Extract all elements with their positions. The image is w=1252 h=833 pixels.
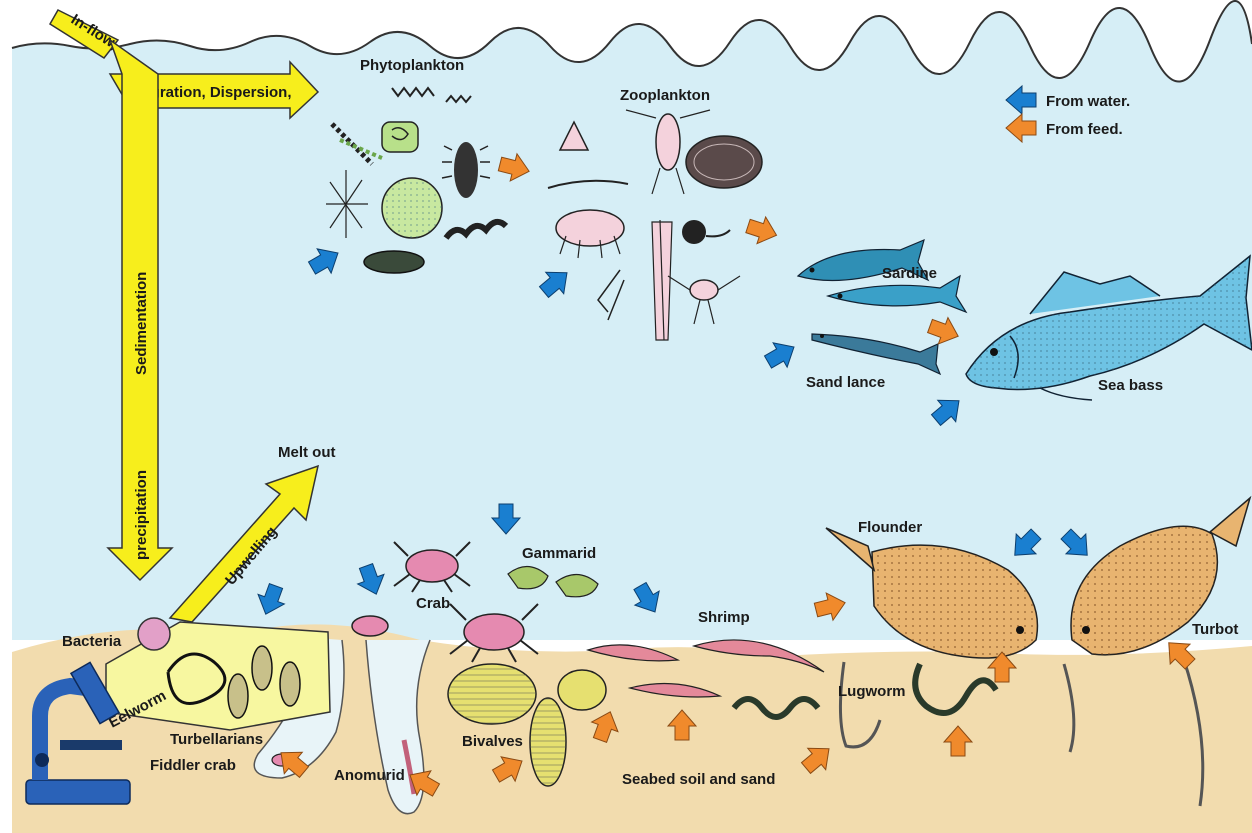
phytoplankton-label: Phytoplankton (360, 57, 464, 74)
legend-from-feed: From feed. (1046, 121, 1123, 138)
sedimentation-label: Sedimentation (133, 272, 150, 375)
flounder-label: Flounder (858, 519, 922, 536)
crab-burrow (352, 616, 388, 636)
sand-lance-label: Sand lance (806, 374, 885, 391)
bacteria-label: Bacteria (62, 633, 122, 650)
anomurid-label: Anomurid (334, 767, 405, 784)
fiddler-crab-label: Fiddler crab (150, 757, 236, 774)
turbellarians-label: Turbellarians (170, 731, 263, 748)
seabed-label: Seabed soil and sand (622, 771, 775, 788)
sea-bass-label: Sea bass (1098, 377, 1163, 394)
zooplankton-label: Zooplankton (620, 87, 710, 104)
turbot-label: Turbot (1192, 621, 1238, 638)
legend-from-water: From water. (1046, 93, 1130, 110)
sardine-label: Sardine (882, 265, 937, 282)
lugworm-label: Lugworm (838, 683, 906, 700)
gammarid-label: Gammarid (522, 545, 596, 562)
bivalves-label: Bivalves (462, 733, 523, 750)
melt-out-label: Melt out (278, 444, 336, 461)
precipitation-label: precipitation (133, 470, 150, 560)
crab-label: Crab (416, 595, 450, 612)
shrimp-label: Shrimp (698, 609, 750, 626)
